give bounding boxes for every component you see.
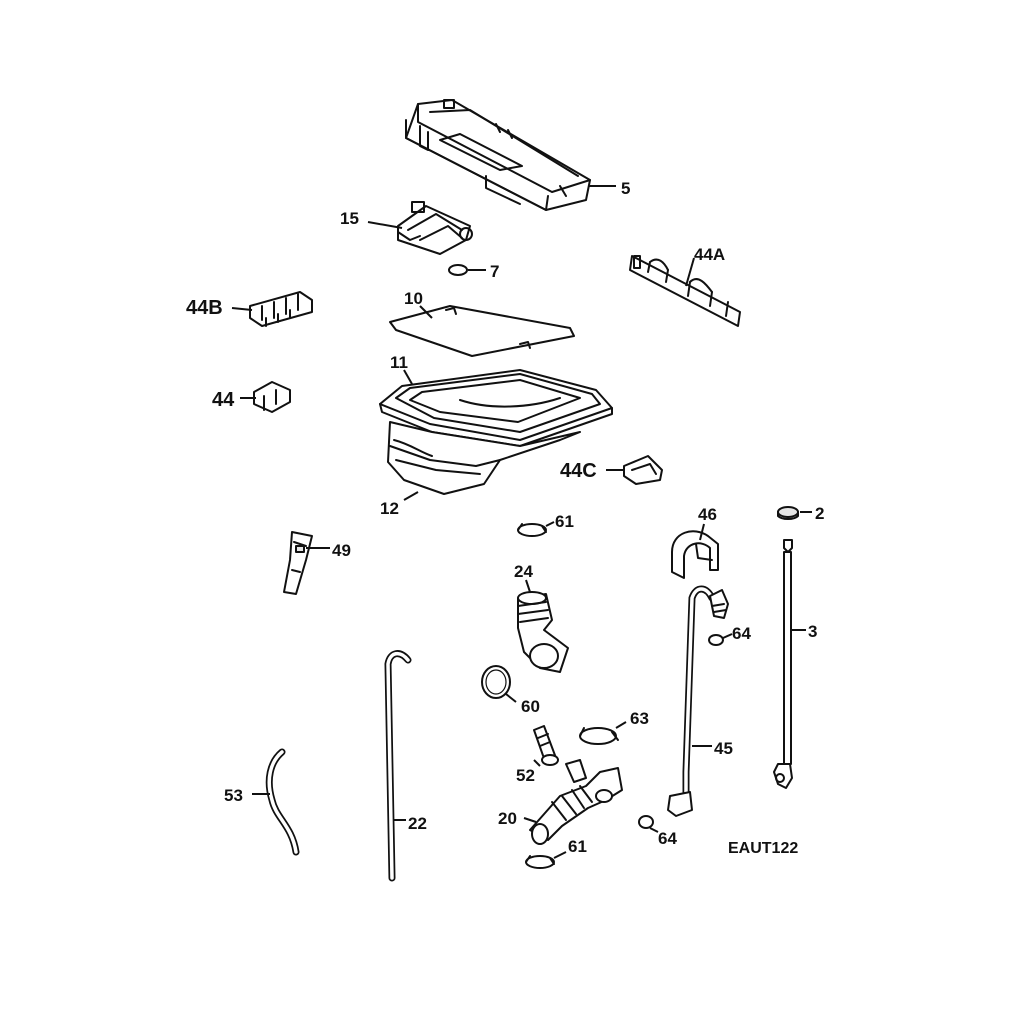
leader-20 <box>523 817 537 823</box>
label-20: 20 <box>498 809 517 828</box>
label-45: 45 <box>714 739 733 758</box>
label-52: 52 <box>516 766 535 785</box>
label-46: 46 <box>698 505 717 524</box>
leader-10 <box>419 305 433 319</box>
label-44B: 44B <box>186 297 223 319</box>
part-52-connector <box>533 725 559 766</box>
part-15-valve-assembly <box>397 201 473 255</box>
label-44: 44 <box>212 389 235 411</box>
leader-11 <box>403 369 413 385</box>
leader-24 <box>525 579 531 593</box>
label-53: 53 <box>224 786 243 805</box>
leader-44A <box>685 257 695 287</box>
part-44C-clip <box>623 455 663 485</box>
label-11: 11 <box>390 353 408 372</box>
label-2: 2 <box>815 504 824 523</box>
label-22: 22 <box>408 814 427 833</box>
label-63: 63 <box>630 709 649 728</box>
leader-46 <box>699 523 705 541</box>
part-60-ring-clamp <box>481 665 511 699</box>
label-12: 12 <box>380 499 399 518</box>
part-44B-multi-clip <box>249 291 313 327</box>
part-44-clip <box>253 381 291 413</box>
label-61-lower: 61 <box>568 837 587 856</box>
leader-64-lower <box>649 827 659 833</box>
part-3-rod <box>773 539 793 789</box>
leader-61-upper <box>545 521 555 527</box>
part-10-cover-plate <box>389 305 575 357</box>
leader-61-lower <box>553 851 567 859</box>
label-44A: 44A <box>694 245 725 264</box>
part-5-dispenser-housing <box>405 99 591 211</box>
label-3: 3 <box>808 622 817 641</box>
part-49-bracket <box>283 531 313 595</box>
part-45-drain-hose <box>667 585 729 817</box>
label-61-upper: 61 <box>555 512 574 531</box>
part-63-clamp <box>579 727 619 745</box>
label-15: 15 <box>340 209 359 228</box>
part-2-cap <box>777 506 799 520</box>
part-53-curved-hose <box>265 748 300 856</box>
label-5: 5 <box>621 179 630 198</box>
part-61-hose-clamp-lower <box>525 855 555 869</box>
part-64-clamp-lower <box>638 815 654 829</box>
leader-12 <box>403 491 419 501</box>
diagram-code: EAUT122 <box>728 840 798 857</box>
part-12-tub-bellows <box>387 421 581 495</box>
part-22-long-hose <box>384 650 412 882</box>
part-46-hose-hook <box>671 530 719 579</box>
label-64-upper: 64 <box>732 624 751 643</box>
leader-60 <box>505 693 517 703</box>
part-20-pump-hose <box>529 759 623 845</box>
label-64-lower: 64 <box>658 829 677 848</box>
label-24: 24 <box>514 562 533 581</box>
label-44C: 44C <box>560 460 597 482</box>
leader-64-upper <box>722 633 733 639</box>
leader-52 <box>533 759 541 767</box>
part-61-hose-clamp-upper <box>517 523 547 537</box>
leader-63 <box>615 721 627 729</box>
part-7-o-ring <box>448 264 468 276</box>
leader-44B <box>231 307 253 311</box>
part-11-tub-ring <box>379 369 613 447</box>
part-44A-harness-bracket <box>629 255 741 327</box>
leader-15 <box>367 221 403 229</box>
label-10: 10 <box>404 289 423 308</box>
part-64-clamp-upper <box>708 634 724 646</box>
label-7: 7 <box>490 262 499 281</box>
label-60: 60 <box>521 697 540 716</box>
label-49: 49 <box>332 541 351 560</box>
part-24-sump-elbow <box>517 591 569 673</box>
